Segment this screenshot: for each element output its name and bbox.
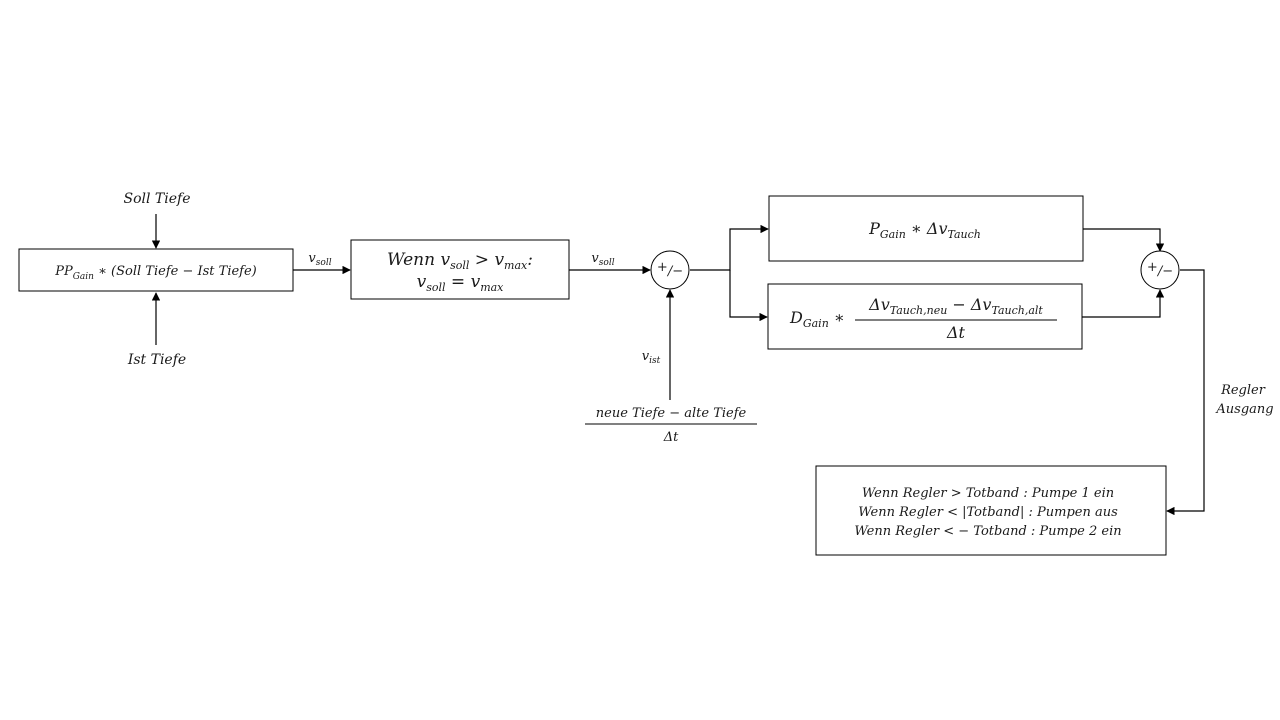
ist-tiefe-label: Ist Tiefe — [127, 352, 186, 368]
pump-rule-1: Wenn Regler > Totband : Pumpe 1 ein — [862, 486, 1114, 501]
velocity-numerator: neue Tiefe − alte Tiefe — [596, 406, 747, 421]
p-gain-formula: PGain ∗ ΔvTauch — [868, 219, 981, 241]
d-gain-prefix: DGain ∗ — [789, 308, 845, 330]
summing-junction-1-sign: +/− — [657, 260, 683, 279]
pump-rule-3: Wenn Regler < − Totband : Pumpe 2 ein — [854, 524, 1121, 539]
d-gain-denominator: Δt — [946, 323, 966, 342]
regler-label: Regler — [1220, 383, 1266, 398]
summing-junction-1 — [650, 250, 690, 290]
v-soll-label-2: vsoll — [591, 251, 614, 268]
ausgang-label: Ausgang — [1215, 402, 1273, 417]
summer-to-p-arrow — [690, 224, 769, 271]
limiter-line-1: Wenn vsoll > vmax: — [387, 250, 533, 272]
limiter-block — [350, 239, 570, 300]
limiter-line-2: vsoll = vmax — [417, 272, 505, 294]
p-to-summer-arrow — [1083, 228, 1165, 252]
soll-tiefe-label: Soll Tiefe — [124, 191, 191, 207]
d-gain-numerator: ΔvTauch,neu − ΔvTauch,alt — [868, 295, 1043, 317]
pump-control-block — [815, 465, 1167, 556]
d-to-summer-arrow — [1082, 289, 1165, 318]
summing-junction-2-sign: +/− — [1147, 260, 1173, 279]
output-to-pump-arrow — [1166, 269, 1205, 516]
summing-junction-2 — [1140, 250, 1180, 290]
pump-rule-2: Wenn Regler < |Totband| : Pumpen aus — [858, 505, 1118, 520]
v-ist-label: vist — [642, 349, 661, 366]
summer-to-d-arrow — [729, 270, 768, 322]
d-gain-block — [767, 283, 1083, 350]
velocity-denominator: Δt — [663, 430, 679, 445]
pp-gain-block — [18, 248, 294, 292]
pp-gain-formula: PPGain ∗ (Soll Tiefe − Ist Tiefe) — [54, 264, 257, 282]
v-soll-label-1: vsoll — [308, 251, 331, 268]
p-gain-block — [768, 195, 1084, 262]
